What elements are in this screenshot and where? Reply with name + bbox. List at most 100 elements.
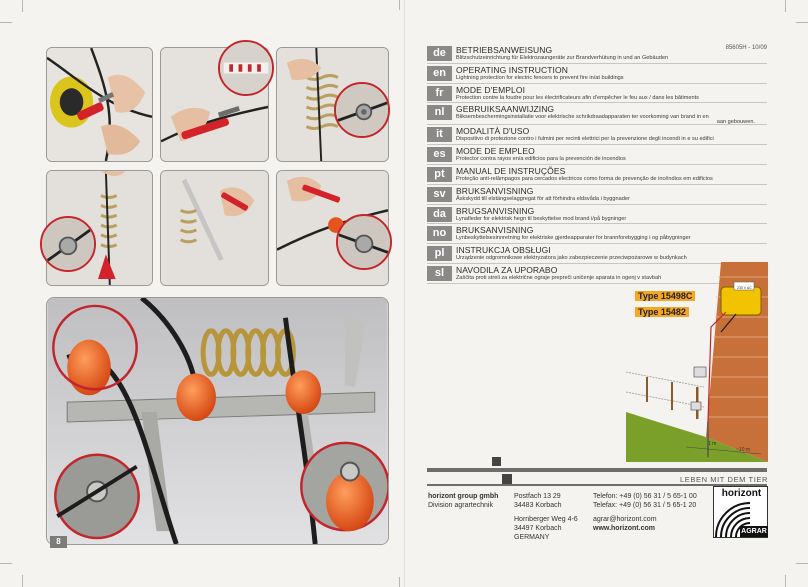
language-description: Urządzenie odgromnikowe elektryzatora ja… [456,255,687,262]
horizont-logo: horizont AGRAR [713,486,768,538]
language-row: es MODE DE EMPLEO Protector contra rayos… [427,145,767,165]
crop-mark [399,577,400,587]
language-title: MANUAL DE INSTRUÇÕES [456,165,566,176]
photo-step-3-detail [334,82,390,138]
phone-block: Telefon: +49 (0) 56 31 / 5 65-1 00 Telef… [593,492,697,510]
photo-step-6-detail-image [338,216,390,268]
crop-mark [399,0,400,10]
tagline-bar [427,468,767,472]
language-description: Proteção anti-relâmpagos para cercados e… [456,175,713,182]
street: Hornberger Weg 4-6 [514,516,578,523]
language-row: nl GEBRUIKSAANWIJZING Bliksembescherming… [427,103,767,126]
language-code-badge: no [427,226,452,242]
decorative-square [492,457,501,466]
language-row: pl INSTRUKCJA OBSŁUGI Urządzenie odgromn… [427,244,767,264]
dimension-label-1: 1 m [708,441,716,447]
type-label-15498c: Type 15498C [635,291,696,301]
crop-mark [22,0,23,12]
language-row: sl NAVODILA ZA UPORABO Zaščita proti str… [427,264,767,284]
language-description: Bliksembeschermingsinstallatie voor elek… [456,114,709,121]
language-title: MODALITÀ D'USO [456,126,530,137]
device-voltage-label: 230 V AC [737,286,752,290]
photo-step-3-detail-image [336,84,388,136]
language-title: GEBRUIKSAANWIJZING [456,104,555,115]
language-row: de BETRIEBSANWEISUNG Blitzschutzeinricht… [427,44,767,64]
photo-step-1-image [47,48,152,161]
installation-diagram-image: 1 m ~10 m 230 V AC [625,262,768,462]
language-code-badge: fr [427,85,452,101]
installation-diagram: 1 m ~10 m 230 V AC [625,262,768,462]
language-description: Dispositivo di protezione contro i fulmi… [456,136,714,143]
crop-mark [22,575,23,587]
language-row: no BRUKSANVISNING Lynbeskyttelsesinnretn… [427,224,767,245]
language-description: Protector contra rayos en/a edificios pa… [456,156,626,163]
language-row: fr MODE D'EMPLOI Protection contre la fo… [427,84,767,104]
photo-step-1 [46,47,153,162]
assembly-illustration-image [47,298,388,544]
fax: Telefax: +49 (0) 56 31 / 5 65-1 20 [593,502,697,509]
logo-wordmark: horizont [721,488,762,499]
language-code-badge: pl [427,246,452,262]
company-division: Division agrartechnik [428,502,493,509]
photo-step-5-image [161,171,268,285]
language-description: Zaščita proti streli za električne ograj… [456,274,662,281]
web-block: agrar@horizont.com www.horizont.com [593,515,657,533]
language-description: Blitzschutzeinrichtung für Elektrozaunge… [456,55,669,61]
assembly-illustration [46,297,389,545]
language-title: INSTRUKCJA OBSŁUGI [456,245,551,256]
language-code-badge: de [427,46,452,61]
footer-bar [427,484,767,486]
language-code-badge: sl [427,265,452,281]
language-title: MODE DE EMPLEO [456,146,535,157]
phone: Telefon: +49 (0) 56 31 / 5 65-1 00 [593,493,697,500]
language-code-badge: da [427,206,452,222]
crop-mark [796,563,808,564]
language-title: BRUKSANVISNING [456,225,534,236]
photo-step-4-detail-image [42,218,94,270]
photo-step-5 [160,170,269,286]
language-row: da BRUGSANVISNING Lynafleder for elektri… [427,205,767,225]
logo-agrar-badge: AGRAR [740,526,768,537]
email-link[interactable]: agrar@horizont.com [593,516,657,523]
language-code-badge: en [427,65,452,81]
language-row: pt MANUAL DE INSTRUÇÕES Proteção anti-re… [427,165,767,185]
language-description-continued: aan gebouwen. [716,119,755,126]
language-title: BRUGSANVISNING [456,205,535,216]
crop-mark [785,575,786,587]
website-link[interactable]: www.horizont.com [593,525,655,532]
dimension-label-2: ~10 m [736,447,750,453]
country: GERMANY [514,534,550,541]
street-address: Hornberger Weg 4-6 34497 Korbach GERMANY [514,515,578,542]
type-label-15482: Type 15482 [635,307,689,317]
language-code-badge: pt [427,166,452,182]
decorative-square [502,474,512,484]
language-description: Åskskydd till elstängselaggregat för att… [456,195,630,202]
language-description: Lynafleder for elektrisk hegn til beskyt… [456,215,627,222]
photo-step-2-detail-image [220,42,272,94]
photo-step-2-detail [218,40,274,96]
page-gutter [404,0,405,587]
postal-address: Postfach 13 29 34483 Korbach [514,492,561,510]
tagline: LEBEN MIT DEM TIER [680,475,769,484]
po-city: 34483 Korbach [514,502,562,509]
logo-rings-icon [715,502,751,538]
photo-step-6-detail [336,214,392,270]
language-title: MODE D'EMPLOI [456,84,526,95]
po-box: Postfach 13 29 [514,493,561,500]
language-list: 85605H - 10/09 de BETRIEBSANWEISUNG Blit… [427,44,767,284]
street-city: 34497 Korbach [514,525,562,532]
language-title: BRUKSANVISNING [456,185,534,196]
language-description: Protection contre la foudre pour les éle… [456,94,699,101]
crop-mark [0,563,12,564]
language-code-badge: nl [427,105,452,121]
company-name: horizont group gmbh [428,493,499,500]
language-row: sv BRUKSANVISNING Åskskydd till elstängs… [427,185,767,205]
language-code-badge: it [427,127,452,143]
language-row: it MODALITÀ D'USO Dispositivo di protezi… [427,125,767,146]
company-block: horizont group gmbh Division agrartechni… [428,492,498,510]
language-title: OPERATING INSTRUCTION [456,64,568,75]
language-title: NAVODILA ZA UPORABO [456,264,558,275]
crop-mark [785,0,786,12]
language-description: Lightning protection for electric fencer… [456,74,624,81]
